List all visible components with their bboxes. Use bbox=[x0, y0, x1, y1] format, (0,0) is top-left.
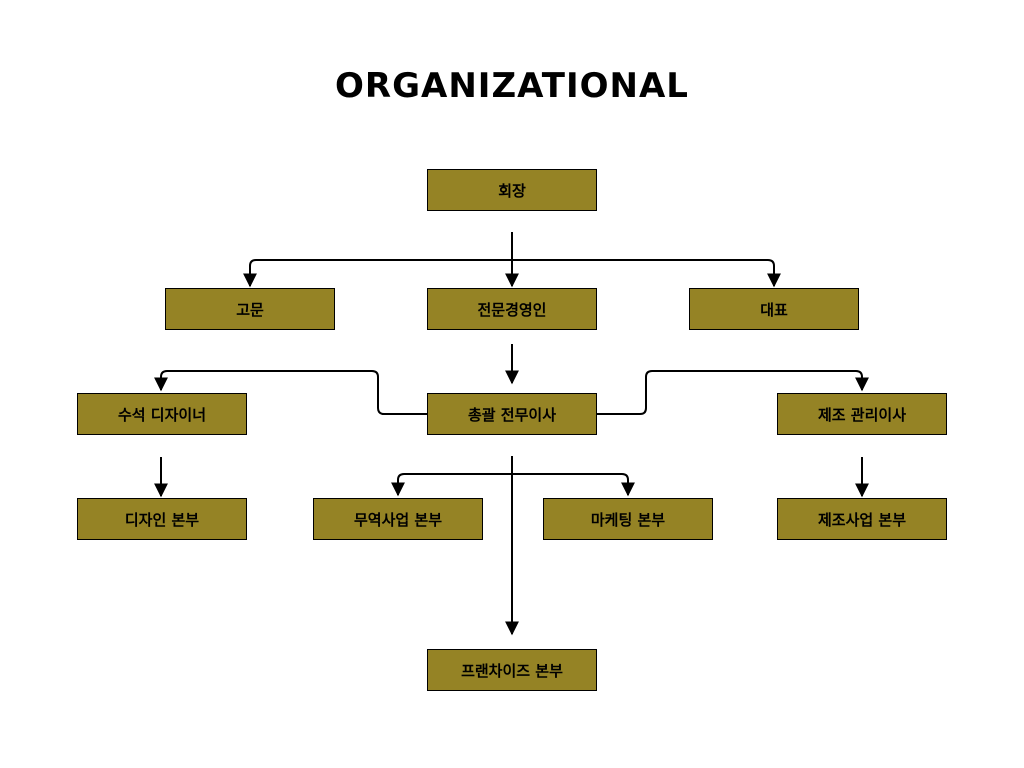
node-trade-division: 무역사업 본부 bbox=[313, 498, 483, 540]
node-manufacturing-director: 제조 관리이사 bbox=[777, 393, 947, 435]
connector-chairman-advisor bbox=[243, 259, 512, 288]
node-design-division: 디자인 본부 bbox=[77, 498, 247, 540]
node-advisor: 고문 bbox=[165, 288, 335, 330]
node-ceo: 대표 bbox=[689, 288, 859, 330]
node-general-managing-director: 총괄 전무이사 bbox=[427, 393, 597, 435]
connector-gmd-chief-designer bbox=[154, 370, 427, 415]
connector-chairman-ceo bbox=[512, 259, 781, 288]
page-title: ORGANIZATIONAL bbox=[335, 66, 689, 106]
connector-gmd-manufacturing-director bbox=[597, 370, 869, 415]
node-chairman: 회장 bbox=[427, 169, 597, 211]
node-chief-designer: 수석 디자이너 bbox=[77, 393, 247, 435]
connector-gmd-marketing bbox=[512, 473, 635, 497]
node-franchise-division: 프랜차이즈 본부 bbox=[427, 649, 597, 691]
connector-gmd-trade bbox=[391, 473, 512, 497]
node-professional-ceo: 전문경영인 bbox=[427, 288, 597, 330]
node-marketing-division: 마케팅 본부 bbox=[543, 498, 713, 540]
node-manufacturing-division: 제조사업 본부 bbox=[777, 498, 947, 540]
